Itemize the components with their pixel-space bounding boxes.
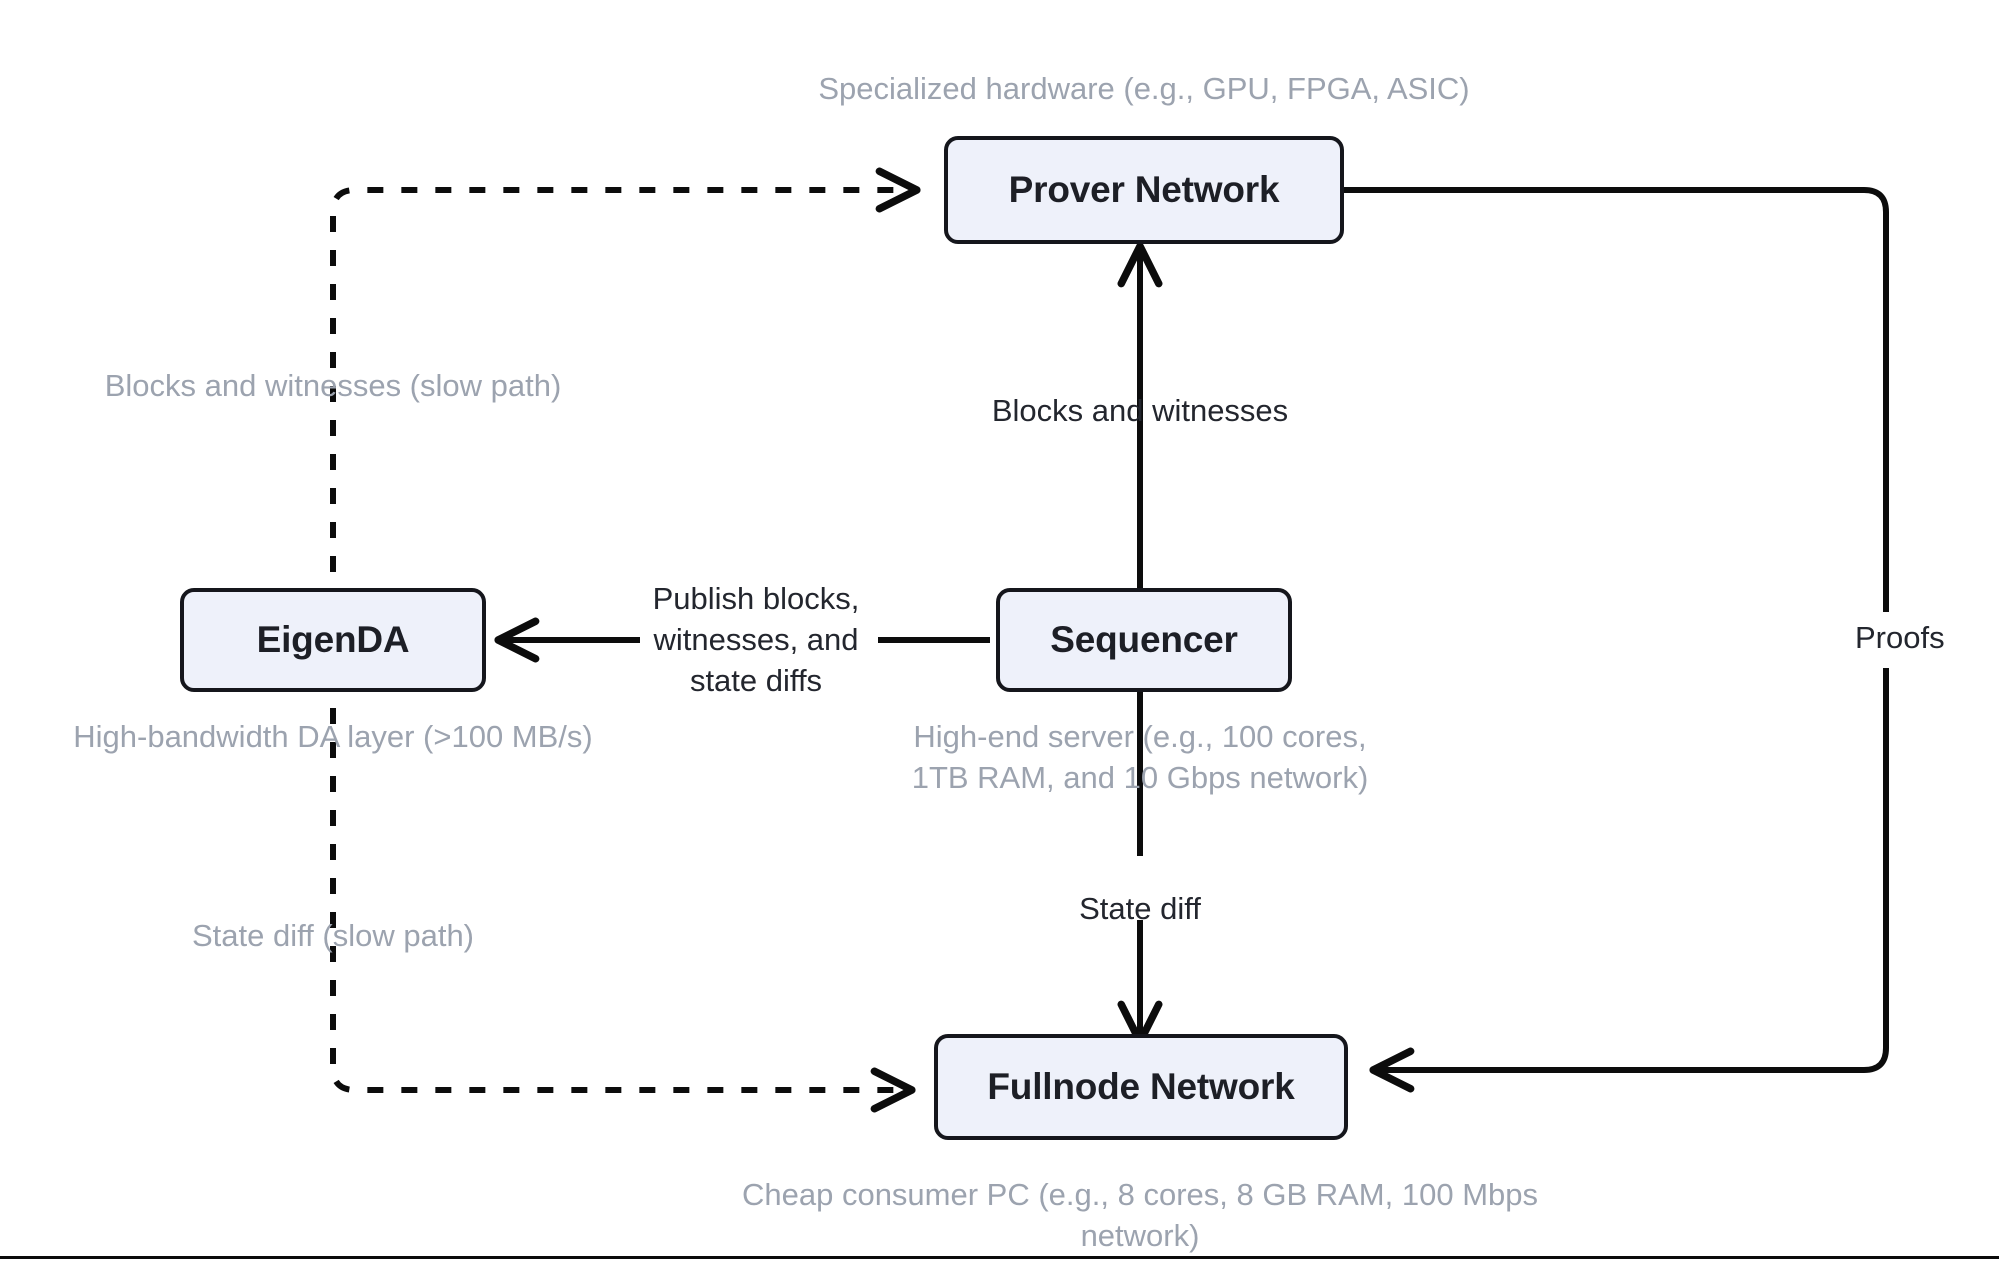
node-eigenda[interactable]: EigenDA: [180, 588, 486, 692]
caption-prover-network: Specialized hardware (e.g., GPU, FPGA, A…: [818, 71, 1470, 106]
caption-eigenda: High-bandwidth DA layer (>100 MB/s): [73, 719, 593, 754]
node-fullnode-network[interactable]: Fullnode Network: [934, 1034, 1348, 1140]
node-eigenda-label: EigenDA: [256, 619, 410, 660]
node-prover-network-label: Prover Network: [1008, 169, 1280, 210]
edge-label-blocks-and-witnesses: Blocks and witnesses: [991, 393, 1289, 428]
edge-label-blocks-witnesses-slow-path: Blocks and witnesses (slow path): [104, 368, 562, 403]
edge-eigenda-to-prover: [330, 167, 921, 640]
edge-label-publish-blocks-witnesses-state-diffs: Publish blocks, witnesses, and state dif…: [652, 581, 860, 698]
node-sequencer-label: Sequencer: [1050, 619, 1238, 660]
edge-label-proofs: Proofs: [1855, 620, 1945, 655]
node-fullnode-network-label: Fullnode Network: [987, 1066, 1295, 1107]
node-sequencer[interactable]: Sequencer: [996, 588, 1292, 692]
edge-label-state-diff: State diff: [1079, 891, 1201, 926]
node-prover-network[interactable]: Prover Network: [944, 136, 1344, 244]
edge-label-state-diff-slow-path: State diff (slow path): [191, 918, 475, 953]
caption-fullnode-network: Cheap consumer PC (e.g., 8 cores, 8 GB R…: [741, 1177, 1538, 1253]
edge-prover-to-fullnode: [1344, 187, 1889, 1093]
caption-sequencer: High-end server (e.g., 100 cores, 1TB RA…: [911, 719, 1369, 795]
edge-eigenda-to-fullnode: [330, 640, 916, 1113]
footer-divider: [0, 1256, 1999, 1259]
